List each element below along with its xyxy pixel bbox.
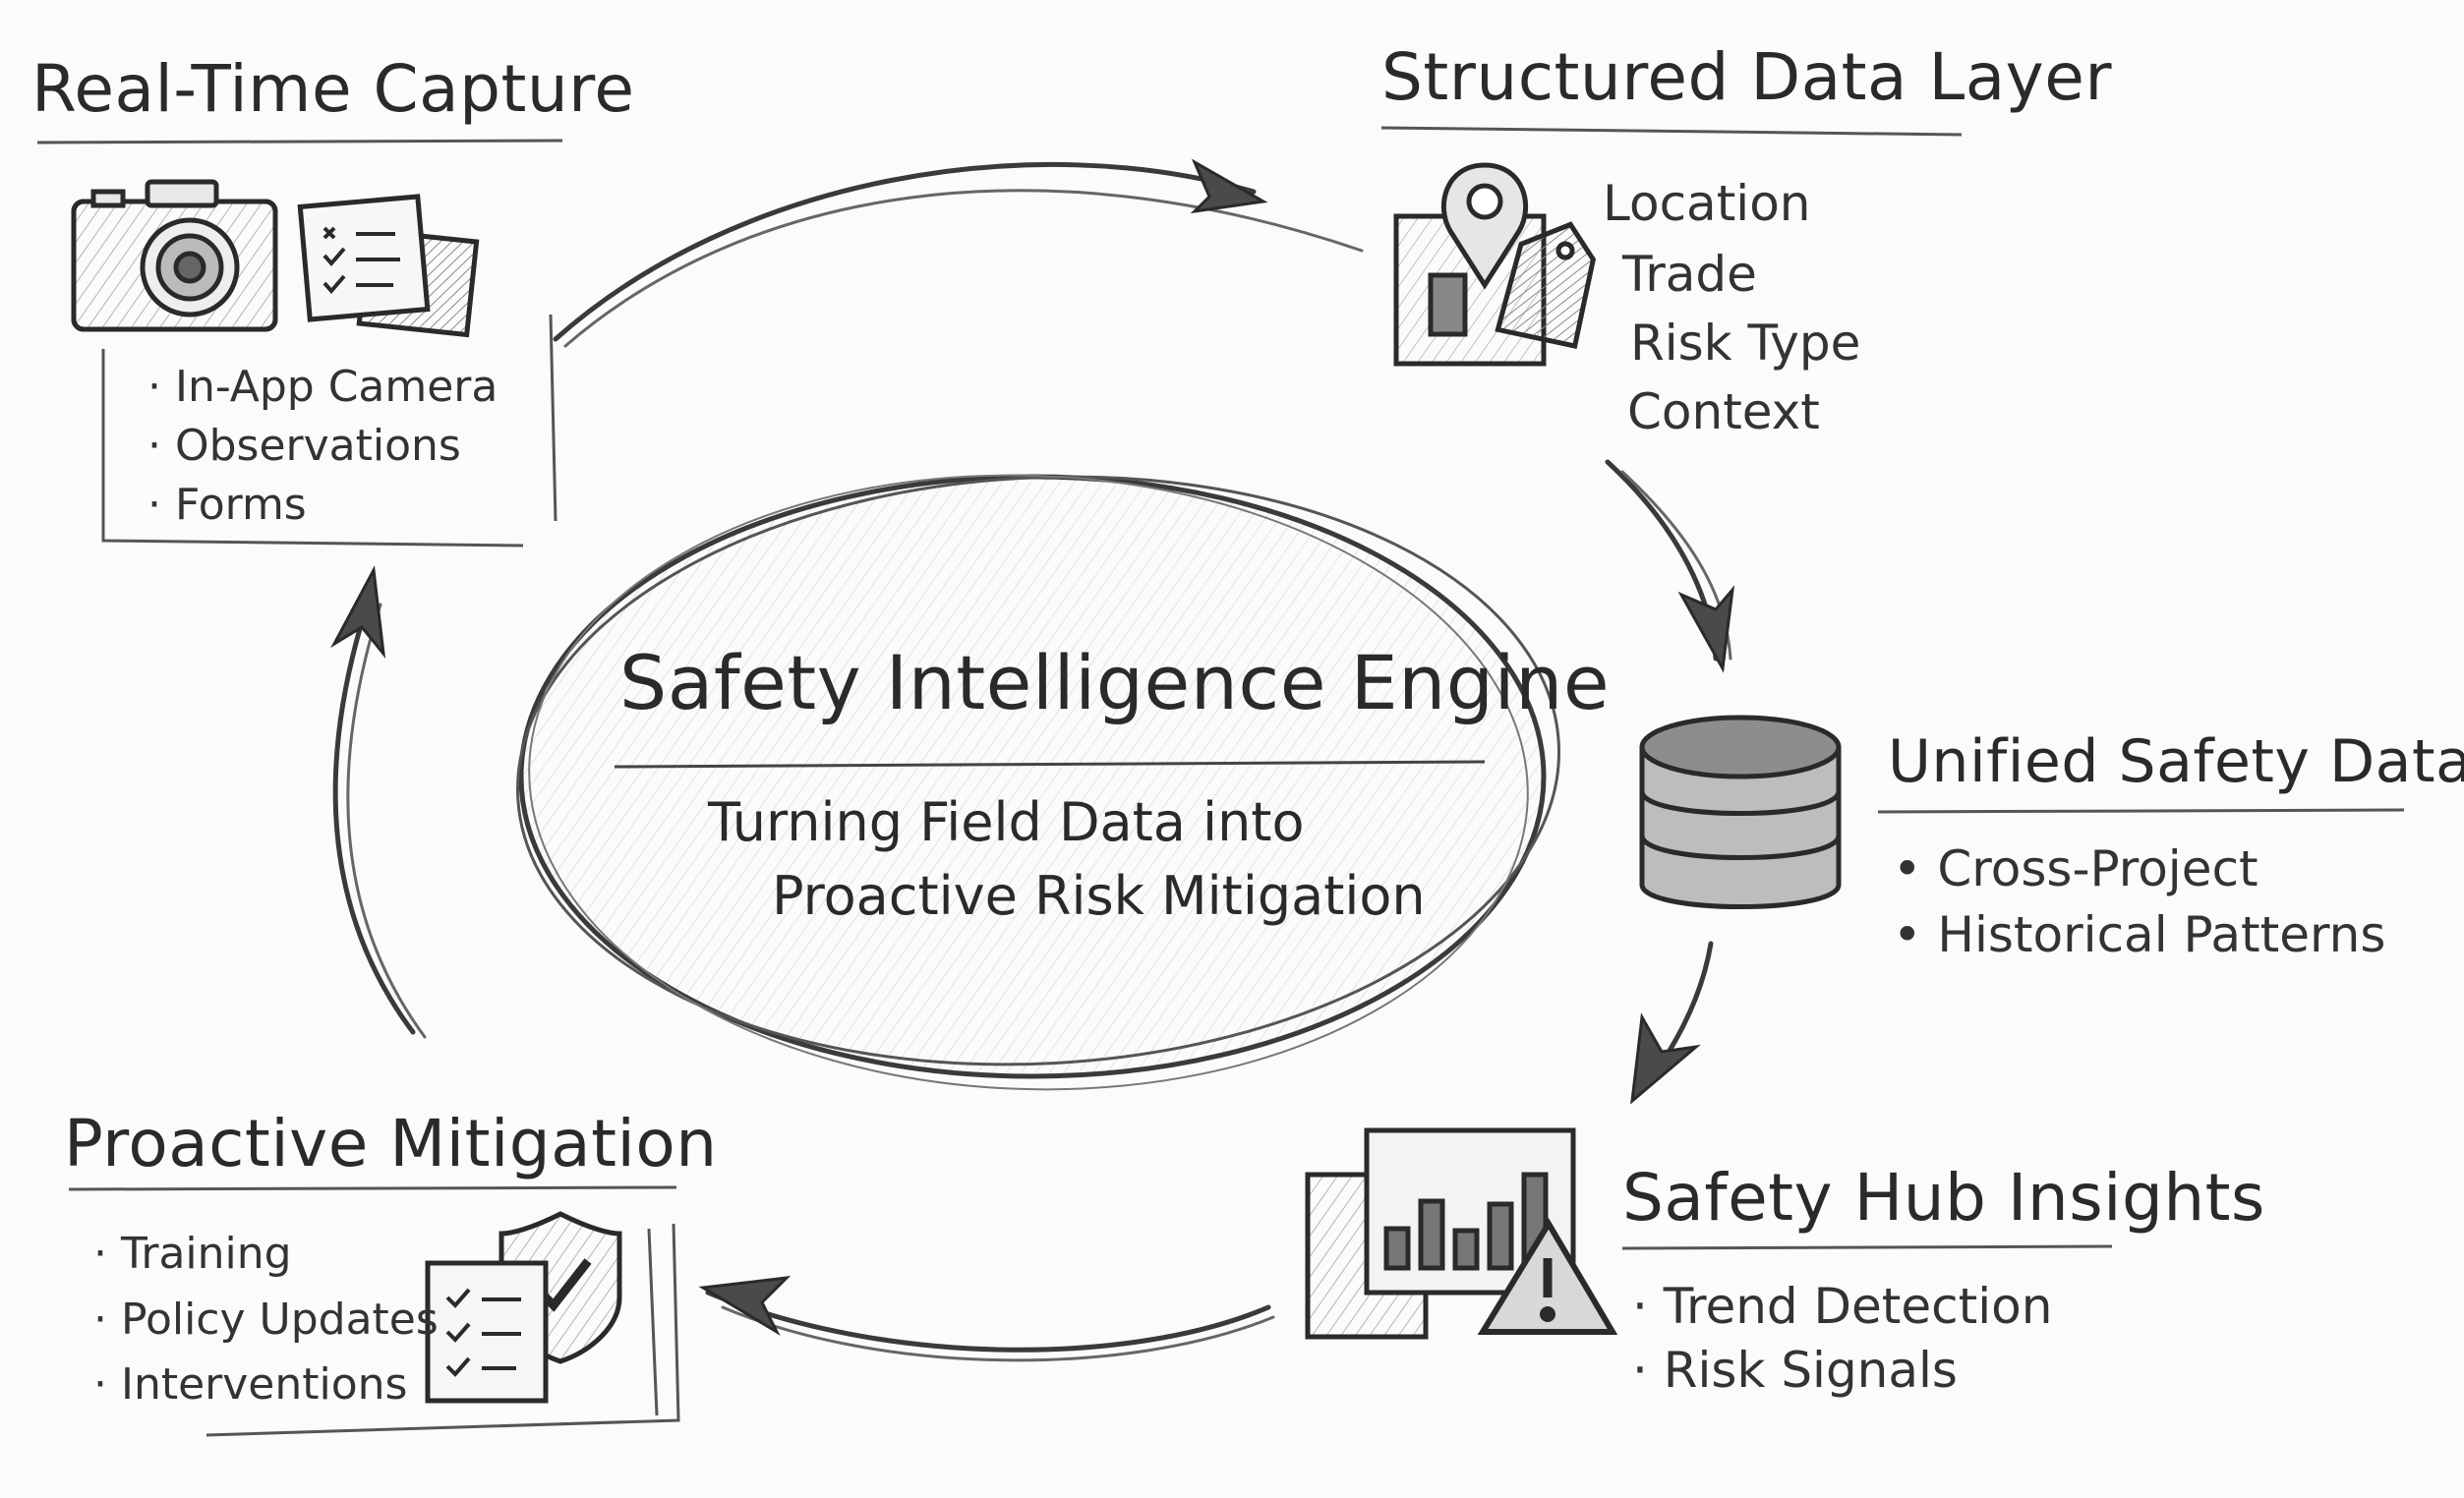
capture-title: Real-Time Capture (31, 51, 634, 127)
engine-title: Safety Intelligence Engine (619, 639, 1610, 726)
checklist-icon (428, 1263, 546, 1401)
camera-icon (74, 182, 275, 329)
arrowhead-right-upper (1681, 590, 1732, 668)
dataset-item-historical: • Historical Patterns (1893, 906, 2385, 963)
arrowhead-right-lower (1632, 1017, 1696, 1101)
engine-ellipse (502, 451, 1574, 1107)
mitigation-item-policy: · Policy Updates (93, 1295, 439, 1345)
mitigation-title: Proactive Mitigation (64, 1106, 718, 1181)
checklist-icon (300, 197, 476, 334)
mitigation-item-interventions: · Interventions (93, 1359, 407, 1410)
dataset-item-cross-project: • Cross-Project (1893, 840, 2259, 897)
insights-title: Safety Hub Insights (1622, 1160, 2265, 1236)
arrowhead-bottom (703, 1278, 787, 1332)
capture-item-forms: · Forms (147, 480, 307, 530)
structured-title: Structured Data Layer (1381, 39, 2112, 115)
arrowhead-top (1195, 162, 1263, 211)
insights-item-trend: · Trend Detection (1632, 1278, 2052, 1335)
engine-subtitle-line1: Turning Field Data into (708, 786, 1305, 859)
database-icon (1642, 718, 1839, 907)
structured-item-trade: Trade (1622, 246, 1757, 303)
capture-item-camera: · In-App Camera (147, 362, 498, 412)
insights-item-risk-signals: · Risk Signals (1632, 1342, 1958, 1399)
structured-item-location: Location (1603, 175, 1810, 232)
capture-item-observations: · Observations (147, 421, 461, 471)
structured-item-context: Context (1627, 383, 1820, 440)
dataset-title: Unified Safety Dataset (1888, 727, 2464, 796)
mitigation-item-training: · Training (93, 1229, 292, 1279)
structured-item-risk-type: Risk Type (1630, 315, 1860, 372)
engine-subtitle-line2: Proactive Risk Mitigation (772, 860, 1426, 933)
